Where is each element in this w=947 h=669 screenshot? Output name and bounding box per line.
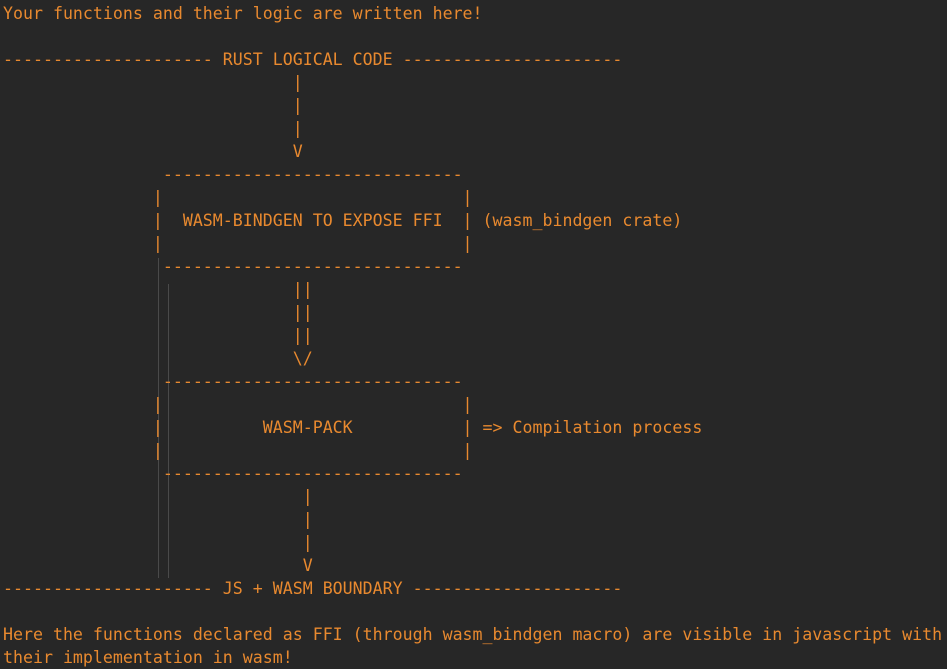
- code-line: Here the functions declared as FFI (thro…: [3, 625, 943, 644]
- indent-guide: [158, 258, 159, 578]
- indent-guide: [168, 284, 169, 578]
- code-line: | |: [3, 395, 473, 414]
- code-line: |: [3, 119, 303, 138]
- code-line: | WASM-PACK | => Compilation process: [3, 418, 703, 437]
- code-line: |: [3, 487, 313, 506]
- code-line: ||: [3, 280, 313, 299]
- code-line: ||: [3, 326, 313, 345]
- code-line: ||: [3, 303, 313, 322]
- code-line: --------------------- RUST LOGICAL CODE …: [3, 50, 623, 69]
- code-line: |: [3, 96, 303, 115]
- code-line: --------------------- JS + WASM BOUNDARY…: [3, 579, 623, 598]
- code-line: \/: [3, 349, 313, 368]
- code-line: ------------------------------: [3, 372, 463, 391]
- code-line: |: [3, 73, 303, 92]
- code-line: |: [3, 510, 313, 529]
- code-line: | |: [3, 441, 473, 460]
- code-line: V: [3, 556, 313, 575]
- code-line: their implementation in wasm!: [3, 648, 293, 667]
- code-line: ------------------------------: [3, 165, 463, 184]
- code-line: V: [3, 142, 303, 161]
- code-line: |: [3, 533, 313, 552]
- code-line: | |: [3, 234, 473, 253]
- code-line: ------------------------------: [3, 464, 463, 483]
- code-line: ------------------------------: [3, 257, 463, 276]
- code-line: | WASM-BINDGEN TO EXPOSE FFI | (wasm_bin…: [3, 211, 683, 230]
- code-line: Your functions and their logic are writt…: [3, 4, 483, 23]
- code-line: | |: [3, 188, 473, 207]
